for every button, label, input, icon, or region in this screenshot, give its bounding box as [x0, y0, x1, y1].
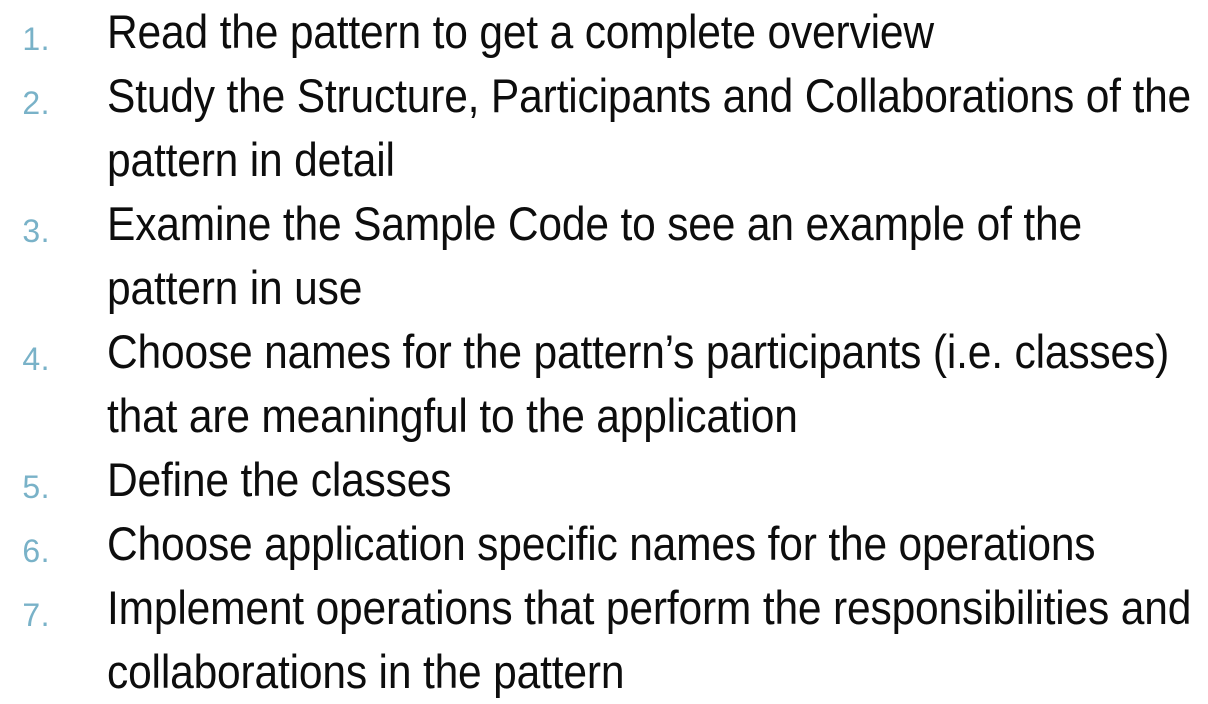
list-item[interactable]: 2. Study the Structure, Participants and…: [0, 64, 1208, 192]
list-item-text: Choose names for the pattern’s participa…: [107, 325, 1181, 442]
list-item[interactable]: 1. Read the pattern to get a complete ov…: [0, 0, 1208, 64]
list-item-number: 2.: [22, 85, 50, 121]
list-item[interactable]: 6. Choose application specific names for…: [0, 512, 1208, 576]
list-item-text: Implement operations that perform the re…: [107, 581, 1203, 698]
list-item-number: 6.: [22, 533, 50, 569]
list-item-number: 1.: [22, 21, 50, 57]
list-item-number: 7.: [22, 597, 50, 633]
list-item-text: Examine the Sample Code to see an exampl…: [107, 197, 1094, 314]
list-item-text: Study the Structure, Participants and Co…: [107, 69, 1203, 186]
list-item-number: 5.: [22, 469, 50, 505]
list-item[interactable]: 5. Define the classes: [0, 448, 1208, 512]
list-item-number: 3.: [22, 213, 50, 249]
list-item[interactable]: 4. Choose names for the pattern’s partic…: [0, 320, 1208, 448]
list-item[interactable]: 7. Implement operations that perform the…: [0, 576, 1208, 704]
list-item-number: 4.: [22, 341, 50, 377]
list-item[interactable]: 3. Examine the Sample Code to see an exa…: [0, 192, 1208, 320]
list-item-text: Read the pattern to get a complete overv…: [107, 5, 934, 58]
list-item-text: Choose application specific names for th…: [107, 517, 1096, 570]
list-item-text: Define the classes: [107, 453, 452, 506]
slide-canvas: 1. Read the pattern to get a complete ov…: [22, 5, 1192, 698]
